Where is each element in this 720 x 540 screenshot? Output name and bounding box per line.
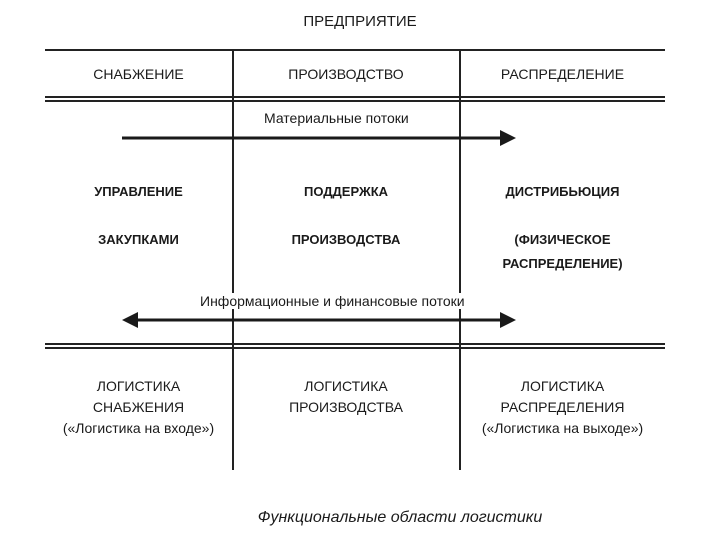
supply-bottom-line2: СНАБЖЕНИЯ: [92, 399, 185, 415]
bottom-rule-1: [45, 343, 665, 345]
top-rule: [45, 49, 665, 51]
distribution-bottom-line2: РАСПРЕДЕЛЕНИЯ: [500, 399, 625, 415]
info-flow-label: Информационные и финансовые потоки: [196, 293, 469, 309]
production-bottom-line2: ПРОИЗВОДСТВА: [289, 399, 403, 415]
supply-bottom-line1: ЛОГИСТИКА: [96, 378, 181, 394]
column-divider-1: [232, 50, 234, 470]
supply-mid-line2: ЗАКУПКАМИ: [98, 232, 179, 247]
header-rule-1: [45, 96, 665, 98]
distribution-bottom-line1: ЛОГИСТИКА: [520, 378, 605, 394]
figure-caption: Функциональные области логистики: [257, 509, 543, 526]
production-bottom-line1: ЛОГИСТИКА: [304, 378, 388, 394]
distribution-mid-line3: РАСПРЕДЕЛЕНИЕ): [502, 256, 623, 271]
distribution-mid-line2: (ФИЗИЧЕСКОЕ: [514, 232, 611, 247]
supply-logistics-block: ЛОГИСТИКА СНАБЖЕНИЯ («Логистика на входе…: [45, 376, 232, 439]
header-production: ПРОИЗВОДСТВО: [288, 66, 404, 82]
column-divider-2: [459, 50, 461, 470]
bottom-rule-2: [45, 347, 665, 349]
supply-mid-line1: УПРАВЛЕНИЕ: [94, 184, 183, 199]
supply-bottom-line3: («Логистика на входе»): [62, 420, 215, 436]
distribution-bottom-line3: («Логистика на выходе»): [481, 420, 644, 436]
header-rule-2: [45, 100, 665, 102]
diagram-title: ПРЕДПРИЯТИЕ: [303, 13, 417, 30]
production-mid-line1: ПОДДЕРЖКА: [303, 184, 389, 199]
header-distribution: РАСПРЕДЕЛЕНИЕ: [500, 66, 625, 82]
production-mid-line2: ПРОИЗВОДСТВА: [291, 232, 401, 247]
production-logistics-block: ЛОГИСТИКА ПРОИЗВОДСТВА: [233, 376, 459, 418]
material-flow-arrow: [122, 130, 516, 146]
distribution-mid-line1: ДИСТРИБЬЮЦИЯ: [505, 184, 620, 199]
info-flow-arrow: [122, 312, 516, 328]
material-flow-label: Материальные потоки: [260, 110, 413, 126]
distribution-logistics-block: ЛОГИСТИКА РАСПРЕДЕЛЕНИЯ («Логистика на в…: [460, 376, 665, 439]
header-supply: СНАБЖЕНИЕ: [93, 66, 184, 82]
